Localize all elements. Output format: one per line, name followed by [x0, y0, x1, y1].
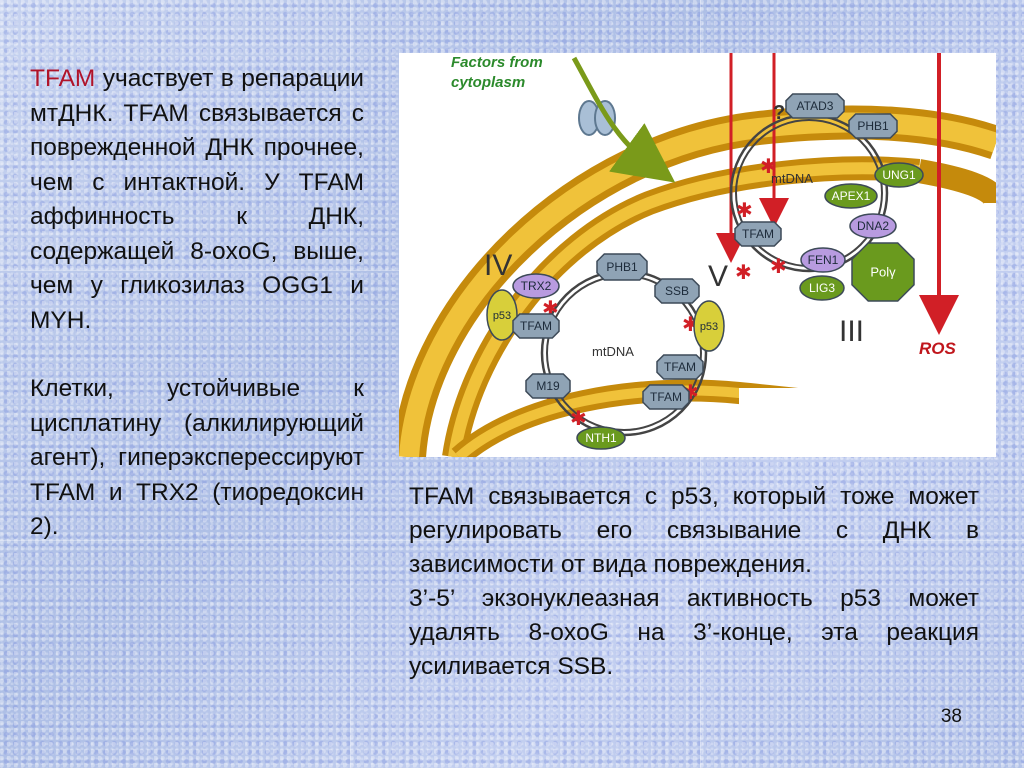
tfam-a-shape [512, 313, 560, 339]
trx2-label: TRX2 [521, 279, 552, 293]
protein-tfam-c: TFAM [642, 384, 690, 410]
m19-label: M19 [536, 379, 560, 393]
tfam-a-label: TFAM [520, 319, 552, 333]
factors-arrow [571, 56, 676, 183]
left-text-block: TFAM участвует в репарации мтДНК. TFAM с… [30, 62, 364, 545]
atad3-shape [785, 93, 845, 119]
m19-shape [525, 373, 571, 399]
tfam-c-shape [642, 384, 690, 410]
tfam-b-label: TFAM [664, 360, 696, 374]
protein-ung1: UNG1 [874, 162, 924, 188]
dna2-shape [849, 213, 897, 239]
svg-text:✱: ✱ [735, 260, 752, 284]
phb1-right-label: PHB1 [857, 119, 889, 133]
roman-iii-label: III [839, 315, 864, 348]
p53-left-label: p53 [493, 310, 511, 322]
lig3-label: LIG3 [809, 281, 835, 295]
protein-atad3: ATAD3 [785, 93, 845, 119]
protein-tfam-right: TFAM [734, 221, 782, 247]
atad3-label: ATAD3 [797, 99, 834, 113]
svg-text:✱: ✱ [770, 254, 787, 278]
left-paragraph-1: TFAM участвует в репарации мтДНК. TFAM с… [30, 62, 364, 338]
apex1-shape [824, 183, 878, 209]
background-gridline [350, 0, 351, 768]
p53-right-label: p53 [700, 321, 718, 333]
right-paragraph-2: 3’-5’ экзонуклеазная активность p53 може… [409, 585, 979, 680]
lig3-shape [799, 275, 845, 301]
mtdna-left-label: mtDNA [592, 344, 634, 359]
background-gridline [0, 540, 1024, 541]
trx2-shape [512, 273, 560, 299]
roman-v-label: V [708, 260, 728, 293]
ssb-shape [654, 278, 700, 304]
ung1-label: UNG1 [882, 168, 916, 182]
svg-text:✱: ✱ [736, 198, 753, 222]
protein-apex1: APEX1 [824, 183, 878, 209]
mitochondrion-membranes [399, 105, 996, 457]
protein-trx2: TRX2 [512, 273, 560, 299]
mtdna-repair-diagram: Factors from cytoplasm ROS IV V III ? mt… [399, 53, 996, 457]
tfam-highlight: TFAM [30, 65, 96, 92]
poly-shape [851, 242, 915, 302]
protein-phb1-left: PHB1 [596, 253, 648, 281]
protein-dna2: DNA2 [849, 213, 897, 239]
tfam-right-label: TFAM [742, 227, 774, 241]
proteins-layer: PHB1TRX2p53TFAMSSBp53TFAMTFAMM19NTH1ATAD… [486, 93, 924, 450]
p53-right-shape [693, 300, 725, 352]
tfam-right-shape [734, 221, 782, 247]
protein-tfam-b: TFAM [656, 354, 704, 380]
protein-ssb: SSB [654, 278, 700, 304]
protein-p53-right: p53 [693, 300, 725, 352]
nth1-shape [576, 426, 626, 450]
poly-label: Polγ [870, 265, 896, 280]
factors-label-line1: Factors from [451, 54, 543, 71]
fen1-shape [800, 247, 846, 273]
left-paragraph-1-body: участвует в репарации мтДНК. TFAM связыв… [30, 65, 364, 334]
protein-lig3: LIG3 [799, 275, 845, 301]
nth1-label: NTH1 [585, 431, 617, 445]
p53-left-shape [486, 289, 518, 341]
ung1-shape [874, 162, 924, 188]
protein-tfam-a: TFAM [512, 313, 560, 339]
mtdna-right-label: mtDNA [771, 171, 813, 186]
roman-iv-label: IV [484, 249, 512, 282]
factors-label-line2: cytoplasm [451, 74, 525, 91]
left-paragraph-2: Клетки, устойчивые к цисплатину (алкилир… [30, 375, 364, 540]
tfam-b-shape [656, 354, 704, 380]
phb1-left-shape [596, 253, 648, 281]
phb1-right-shape [848, 113, 898, 139]
protein-p53-left: p53 [486, 289, 518, 341]
right-text-block: TFAM связывается с p53, который тоже мож… [409, 480, 979, 684]
svg-text:✱: ✱ [760, 154, 777, 178]
right-paragraph-1: TFAM связывается с p53, который тоже мож… [409, 483, 979, 578]
tfam-c-label: TFAM [650, 390, 682, 404]
svg-text:✱: ✱ [570, 406, 587, 430]
ros-label: ROS [919, 339, 957, 358]
protein-m19: M19 [525, 373, 571, 399]
ssb-label: SSB [665, 284, 689, 298]
protein-fen1: FEN1 [800, 247, 846, 273]
dna2-label: DNA2 [857, 219, 889, 233]
ros-arrows [716, 53, 959, 335]
protein-phb1-right: PHB1 [848, 113, 898, 139]
fen1-label: FEN1 [808, 253, 839, 267]
protein-nth1: NTH1 [576, 426, 626, 450]
phb1-left-label: PHB1 [606, 260, 638, 274]
slide-number: 38 [940, 706, 962, 727]
protein-poly: Polγ [851, 242, 915, 302]
apex1-label: APEX1 [832, 189, 871, 203]
